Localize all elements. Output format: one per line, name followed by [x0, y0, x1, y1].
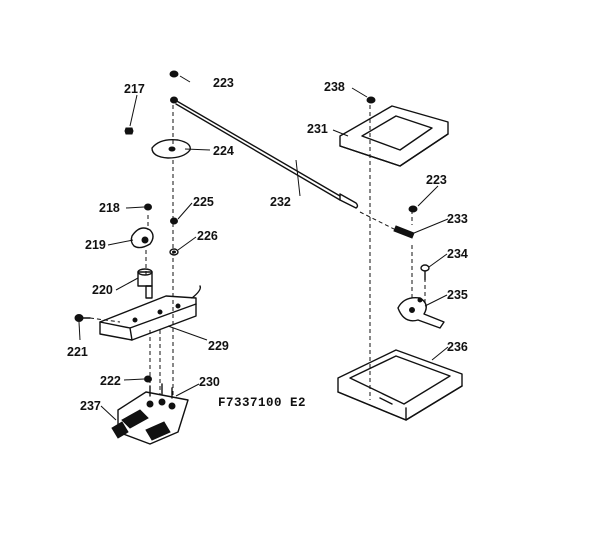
screw-222 — [144, 375, 152, 383]
label-232: 232 — [270, 195, 291, 209]
nut-223-right — [408, 205, 418, 213]
clip-235 — [397, 297, 445, 329]
screw-234 — [420, 264, 430, 281]
nut-223-top — [169, 70, 179, 78]
plate-224 — [151, 138, 191, 159]
label-220: 220 — [92, 283, 113, 297]
label-236: 236 — [447, 340, 468, 354]
label-229: 229 — [208, 339, 229, 353]
label-231: 231 — [307, 122, 328, 136]
knob-219 — [130, 227, 154, 249]
label-230: 230 — [199, 375, 220, 389]
label-235: 235 — [447, 288, 468, 302]
drawing-code: F7337100 E2 — [218, 396, 306, 410]
label-223-right: 223 — [426, 173, 447, 187]
label-218: 218 — [99, 201, 120, 215]
label-238: 238 — [324, 80, 345, 94]
leader-lines — [78, 75, 449, 421]
alignment-lines — [89, 105, 426, 400]
screw-218 — [144, 203, 152, 211]
bracket-229 — [99, 285, 202, 341]
bezel-231 — [339, 105, 449, 167]
screw-225 — [170, 217, 178, 225]
label-223-top: 223 — [213, 76, 234, 90]
label-225: 225 — [193, 195, 214, 209]
label-219: 219 — [85, 238, 106, 252]
label-237: 237 — [80, 399, 101, 413]
label-226: 226 — [197, 229, 218, 243]
screw-221 — [74, 314, 91, 322]
label-234: 234 — [447, 247, 468, 261]
label-233: 233 — [447, 212, 468, 226]
switch-assembly-230-237 — [111, 383, 189, 445]
bushing-220 — [137, 268, 153, 287]
label-221: 221 — [67, 345, 88, 359]
label-224: 224 — [213, 144, 234, 158]
rod-232 — [170, 96, 359, 209]
threaded-end-233 — [393, 225, 415, 239]
part-labels: 217 223 224 238 231 232 223 233 218 225 … — [67, 76, 468, 413]
screw-217 — [124, 127, 134, 135]
tray-236 — [337, 349, 463, 421]
nut-238 — [366, 96, 376, 104]
label-222: 222 — [100, 374, 121, 388]
washer-226 — [169, 248, 179, 256]
label-217: 217 — [124, 82, 145, 96]
